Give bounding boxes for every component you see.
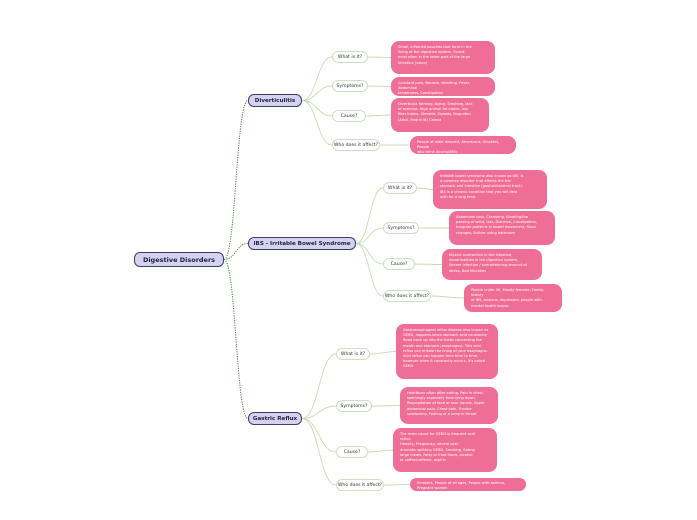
question-what-ibs[interactable]: What is it? (383, 182, 417, 194)
answer-what-ibs: Irritable bowel syndrome also known as I… (433, 170, 547, 209)
link-question-who-ibs (355, 243, 384, 297)
link-question-symptoms-diverticulitis (301, 85, 333, 101)
question-what-diverticulitis[interactable]: What is it? (332, 51, 368, 63)
topic-diverticulitis[interactable]: Diverticulitis (248, 94, 302, 107)
question-symptoms-gastric[interactable]: Symptoms? (336, 400, 372, 412)
link-root-topic-gastric-reflux (223, 259, 249, 419)
question-who-ibs[interactable]: Who does it affect? (383, 290, 431, 302)
link-question-cause-diverticulitis (301, 100, 333, 117)
link-root-topic-ibs (223, 243, 249, 260)
answer-what-diverticulitis: Small, inflamed pouches that form in the… (391, 41, 495, 74)
link-question-what-gastric (301, 353, 337, 419)
link-answer-what-diverticulitis (367, 56, 392, 58)
topic-ibs[interactable]: IBS - Irritable Bowel Syndrome (248, 237, 356, 250)
answer-who-ibs: People under 50, Mostly females, Family … (464, 284, 562, 312)
answer-cause-gastric: The main cause for GERD is frequent acid… (393, 428, 497, 472)
link-question-what-ibs (355, 187, 384, 244)
link-question-symptoms-gastric (301, 405, 337, 419)
link-root-topic-diverticulitis (223, 100, 249, 260)
question-what-gastric[interactable]: What is it? (336, 348, 370, 360)
link-question-who-diverticulitis (301, 100, 333, 146)
answer-cause-ibs: Muscle contraction in the intestine, Abn… (442, 249, 542, 280)
answer-who-gastric: Smokers, People of all ages, People with… (410, 478, 526, 491)
link-answer-cause-diverticulitis (365, 114, 392, 117)
question-symptoms-ibs[interactable]: Symptoms? (383, 222, 419, 234)
link-answer-what-gastric (369, 351, 397, 355)
answer-what-gastric: Gastroesophageal reflux disease also kno… (396, 324, 498, 379)
link-question-cause-ibs (355, 243, 384, 265)
answer-cause-diverticulitis: Diverticula forming, Aging, Smoking, lac… (391, 98, 489, 132)
link-question-who-gastric (301, 418, 337, 486)
link-question-what-diverticulitis (301, 56, 333, 101)
answer-symptoms-ibs: Abdominal pain, Cramping, Bloating/the p… (449, 211, 555, 245)
link-answer-cause-gastric (367, 449, 394, 453)
link-answer-what-ibs (416, 187, 434, 190)
link-answer-cause-ibs (414, 263, 443, 265)
topic-gastric-reflux[interactable]: Gastric Reflux (248, 412, 302, 425)
link-answer-symptoms-diverticulitis (367, 85, 392, 87)
answer-symptoms-gastric: Heartburn often after eating, Pain in ch… (400, 387, 498, 424)
link-answer-who-ibs (430, 295, 465, 299)
answer-who-diverticulitis: People of older descent, Americans, Smok… (410, 136, 516, 154)
question-cause-ibs[interactable]: Cause? (383, 258, 415, 270)
answer-symptoms-diverticulitis: Constant pain, Nausea, Vomiting, Fever, … (391, 77, 495, 96)
link-question-symptoms-ibs (355, 227, 384, 244)
link-answer-who-gastric (383, 484, 411, 486)
root-node[interactable]: Digestive Disorders (134, 252, 224, 267)
question-who-diverticulitis[interactable]: Who does it affect? (332, 139, 380, 151)
question-who-gastric[interactable]: Who does it affect? (336, 479, 384, 491)
link-answer-symptoms-gastric (371, 405, 401, 407)
link-question-cause-gastric (301, 418, 337, 453)
question-cause-diverticulitis[interactable]: Cause? (332, 110, 366, 122)
question-symptoms-diverticulitis[interactable]: Symptoms? (332, 80, 368, 92)
question-cause-gastric[interactable]: Cause? (336, 446, 368, 458)
